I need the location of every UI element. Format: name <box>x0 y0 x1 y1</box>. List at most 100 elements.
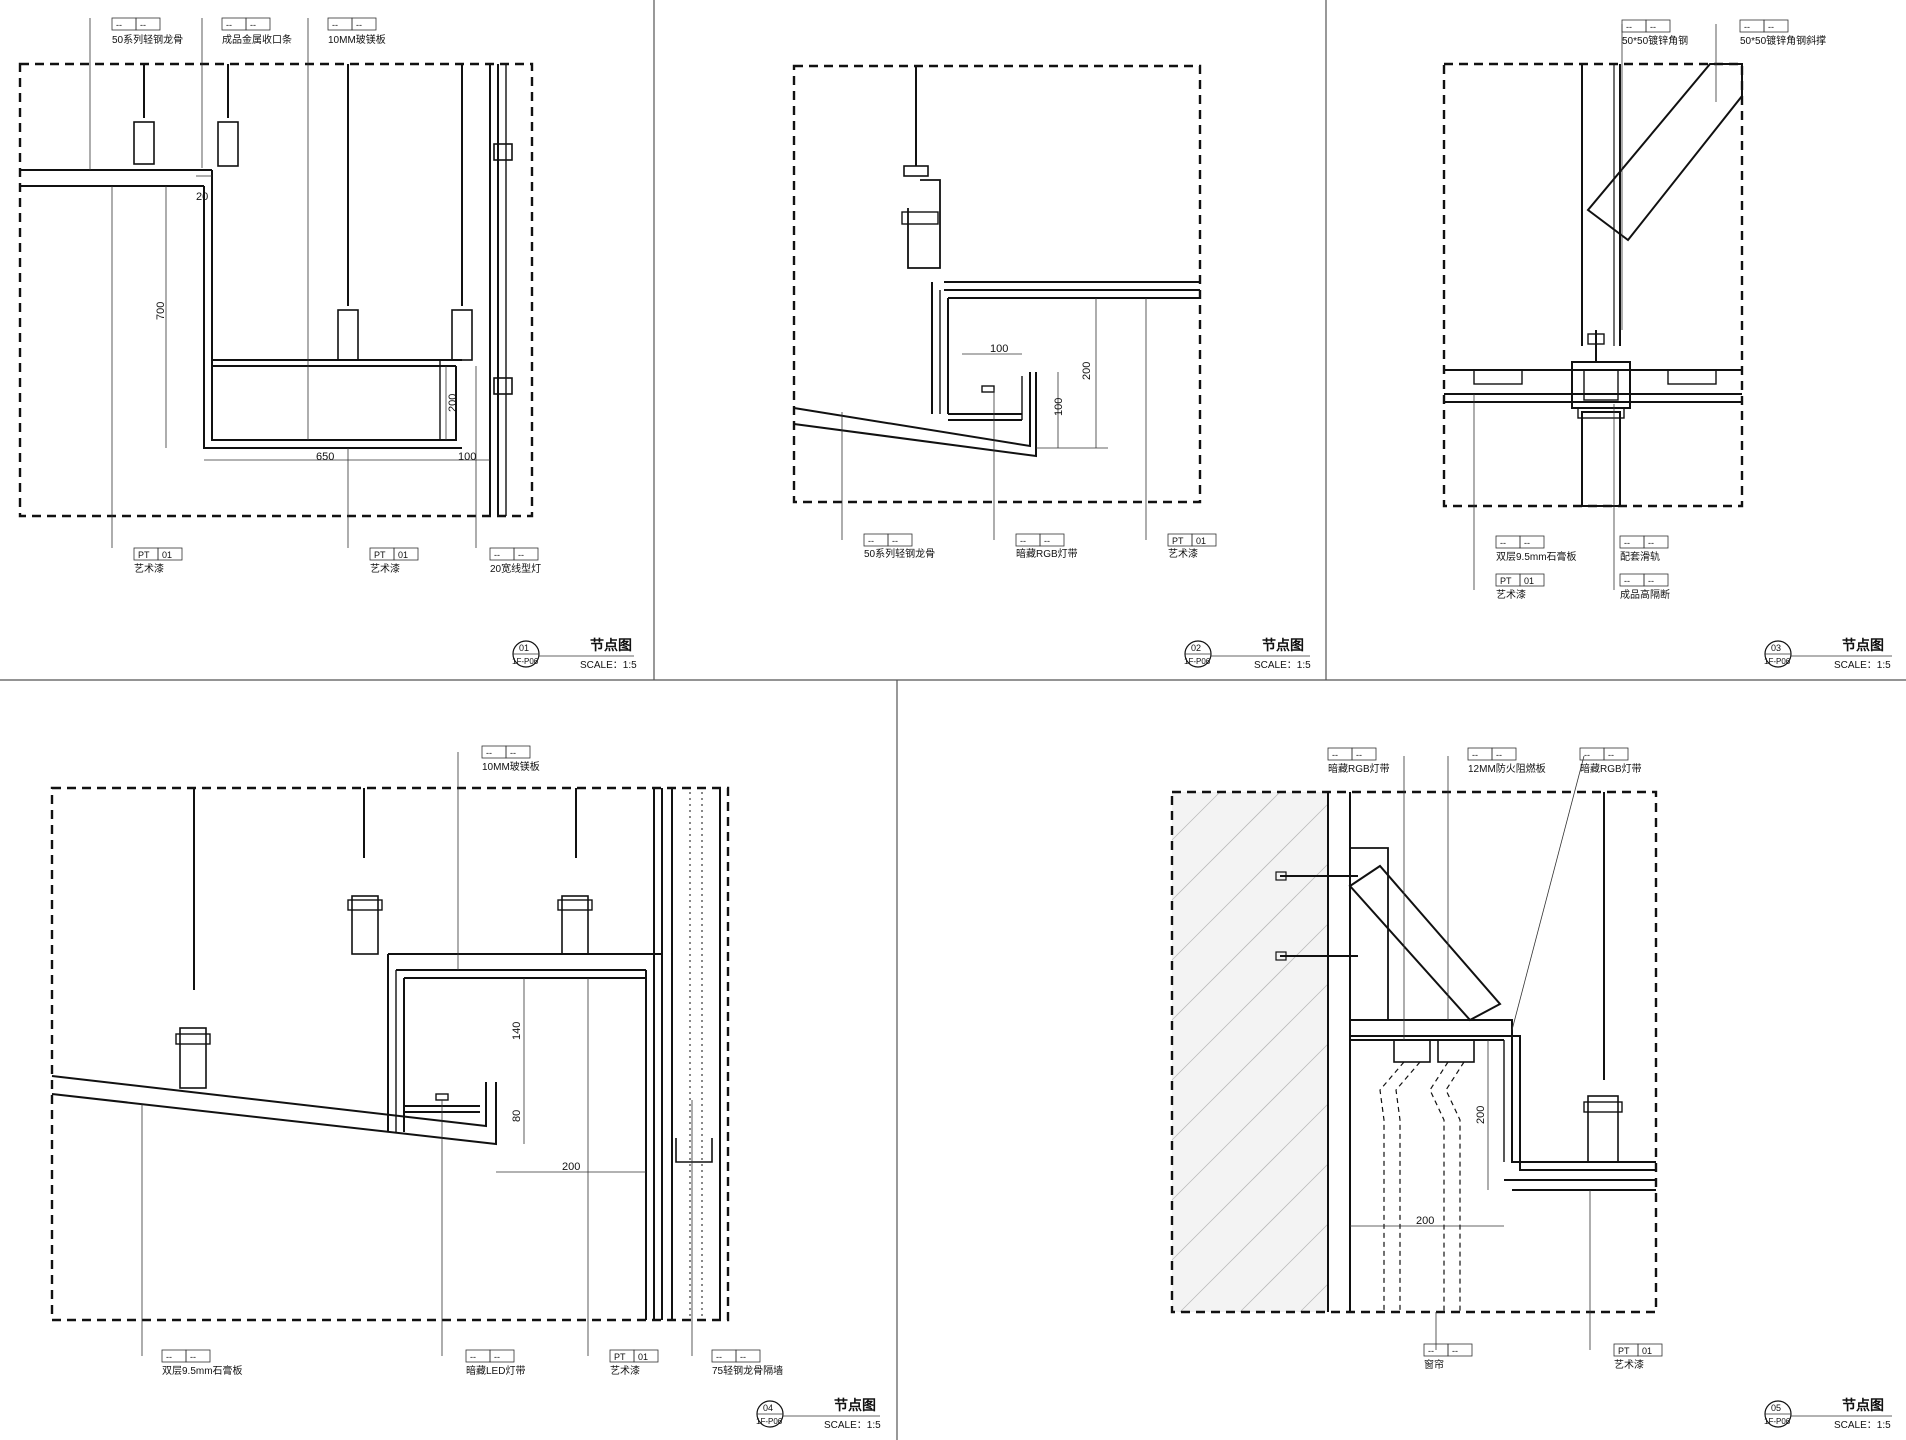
detail-03-scale: SCALE：1:5 <box>1834 660 1891 671</box>
detail-03-tag-3: ---- 双层9.5mm石膏板 <box>1495 535 1577 563</box>
detail-04-boundary <box>50 786 730 1322</box>
svg-text:PT: PT <box>1618 1346 1630 1356</box>
svg-text:--: -- <box>1428 1346 1434 1356</box>
detail-03-boundary <box>1442 62 1744 508</box>
detail-01-title: 节点图 <box>590 637 632 653</box>
detail-01-dim-200: 200 <box>447 394 459 412</box>
detail-04-tag-5: ---- 75轻钢龙骨隔墙 <box>711 1349 783 1377</box>
detail-02-tag-2: ---- 暗藏RGB灯带 <box>1015 533 1078 560</box>
detail-01-dim-20: 20 <box>196 191 208 203</box>
svg-text:--: -- <box>1356 750 1362 760</box>
svg-text:--: -- <box>1744 22 1750 32</box>
svg-text:50系列轻钢龙骨: 50系列轻钢龙骨 <box>112 33 183 46</box>
detail-04-tag-4: PT 01 艺术漆 <box>609 1349 659 1377</box>
svg-text:--: -- <box>1496 750 1502 760</box>
svg-text:--: -- <box>1648 576 1654 586</box>
svg-text:PT: PT <box>1172 536 1184 546</box>
svg-text:暗藏RGB灯带: 暗藏RGB灯带 <box>1580 762 1642 775</box>
detail-02-dim-100b: 100 <box>1053 398 1065 416</box>
svg-text:艺术漆: 艺术漆 <box>134 562 164 575</box>
svg-text:--: -- <box>1650 22 1656 32</box>
svg-text:--: -- <box>486 748 492 758</box>
detail-03-tag-1: ---- 50*50镀锌角钢 <box>1621 19 1688 47</box>
detail-04-scale: SCALE：1:5 <box>824 1420 881 1431</box>
svg-text:PT: PT <box>374 550 386 560</box>
svg-text:--: -- <box>1648 538 1654 548</box>
svg-text:艺术漆: 艺术漆 <box>1614 1358 1644 1371</box>
svg-text:--: -- <box>1500 538 1506 548</box>
svg-text:--: -- <box>1332 750 1338 760</box>
svg-text:PT: PT <box>138 550 150 560</box>
detail-04-dim-140: 140 <box>511 1022 523 1040</box>
detail-01-number: 01 <box>519 643 529 653</box>
svg-text:配套滑轨: 配套滑轨 <box>1620 550 1660 563</box>
svg-text:01: 01 <box>638 1352 648 1362</box>
svg-text:--: -- <box>1768 22 1774 32</box>
detail-01-tag-3: ---- 10MM玻镁板 <box>327 17 386 46</box>
svg-text:艺术漆: 艺术漆 <box>1496 588 1526 601</box>
svg-text:--: -- <box>140 20 146 30</box>
svg-text:01: 01 <box>398 550 408 560</box>
svg-text:01: 01 <box>162 550 172 560</box>
svg-text:成品金属收口条: 成品金属收口条 <box>222 33 292 46</box>
detail-02-dim-100a: 100 <box>990 343 1008 355</box>
detail-01-dim-700: 700 <box>155 302 167 320</box>
svg-text:--: -- <box>740 1352 746 1362</box>
svg-text:--: -- <box>190 1352 196 1362</box>
detail-01: 20 700 200 650 100 ---- 50系列轻钢龙骨 ---- 成品… <box>18 17 637 671</box>
svg-text:--: -- <box>510 748 516 758</box>
detail-01-scale: SCALE：1:5 <box>580 660 637 671</box>
detail-03-tag-2: -- -- 50*50镀锌角钢斜撑 <box>1739 19 1826 47</box>
svg-text:--: -- <box>226 20 232 30</box>
detail-05-tag-2: ---- 12MM防火阻燃板 <box>1467 747 1546 775</box>
detail-02-tag-1: ---- 50系列轻钢龙骨 <box>863 533 935 560</box>
svg-text:--: -- <box>470 1352 476 1362</box>
svg-text:--: -- <box>1584 750 1590 760</box>
svg-text:--: -- <box>716 1352 722 1362</box>
svg-text:--: -- <box>494 1352 500 1362</box>
detail-01-boundary <box>18 62 534 518</box>
detail-03-number: 03 <box>1771 643 1781 653</box>
svg-text:--: -- <box>1472 750 1478 760</box>
svg-text:艺术漆: 艺术漆 <box>370 562 400 575</box>
detail-05-title-block: 05 1F-P06 节点图 SCALE：1:5 <box>1764 1397 1892 1431</box>
svg-text:01: 01 <box>1196 536 1206 546</box>
svg-text:--: -- <box>1044 536 1050 546</box>
detail-01-tag-4: PT 01 艺术漆 <box>133 547 183 575</box>
detail-03-title: 节点图 <box>1842 637 1884 653</box>
detail-03-sheet-ref: 1F-P06 <box>1764 657 1791 666</box>
detail-01-tag-6: ---- 20宽线型灯 <box>489 547 541 575</box>
detail-01-sheet-ref: 1F-P06 <box>512 657 539 666</box>
detail-01-title-block: 01 1F-P06 节点图 SCALE：1:5 <box>512 637 637 671</box>
svg-text:--: -- <box>494 550 500 560</box>
svg-text:50*50镀锌角钢斜撑: 50*50镀锌角钢斜撑 <box>1740 34 1826 47</box>
svg-text:--: -- <box>1624 538 1630 548</box>
detail-05-tag-4: ---- 窗帘 <box>1423 1343 1473 1371</box>
detail-01-dim-650: 650 <box>316 451 334 463</box>
detail-05-title: 节点图 <box>1842 1397 1884 1413</box>
detail-04-dim-80: 80 <box>511 1110 523 1122</box>
detail-02-boundary <box>792 64 1202 504</box>
detail-03: ---- 50*50镀锌角钢 ---- 50*50镀锌角钢斜撑 ---- 双层9… <box>1442 19 1892 671</box>
detail-01-dim-100: 100 <box>458 451 476 463</box>
detail-02-scale: SCALE：1:5 <box>1254 660 1311 671</box>
svg-text:成品高隔断: 成品高隔断 <box>1620 588 1670 601</box>
svg-text:PT: PT <box>614 1352 626 1362</box>
svg-text:--: -- <box>1626 22 1632 32</box>
svg-text:--: -- <box>1608 750 1614 760</box>
detail-04-title-block: 04 1F-P06 节点图 SCALE：1:5 <box>756 1397 881 1431</box>
svg-text:暗藏RGB灯带: 暗藏RGB灯带 <box>1328 762 1390 775</box>
detail-01-tag-5: PT 01 艺术漆 <box>369 547 419 575</box>
svg-text:--: -- <box>868 536 874 546</box>
detail-05-scale: SCALE：1:5 <box>1834 1420 1891 1431</box>
detail-05-wall-hatch <box>1171 791 1329 1313</box>
svg-text:艺术漆: 艺术漆 <box>610 1364 640 1377</box>
svg-text:01: 01 <box>1524 576 1534 586</box>
svg-text:20宽线型灯: 20宽线型灯 <box>490 562 541 575</box>
detail-02-sheet-ref: 1F-P06 <box>1184 657 1211 666</box>
